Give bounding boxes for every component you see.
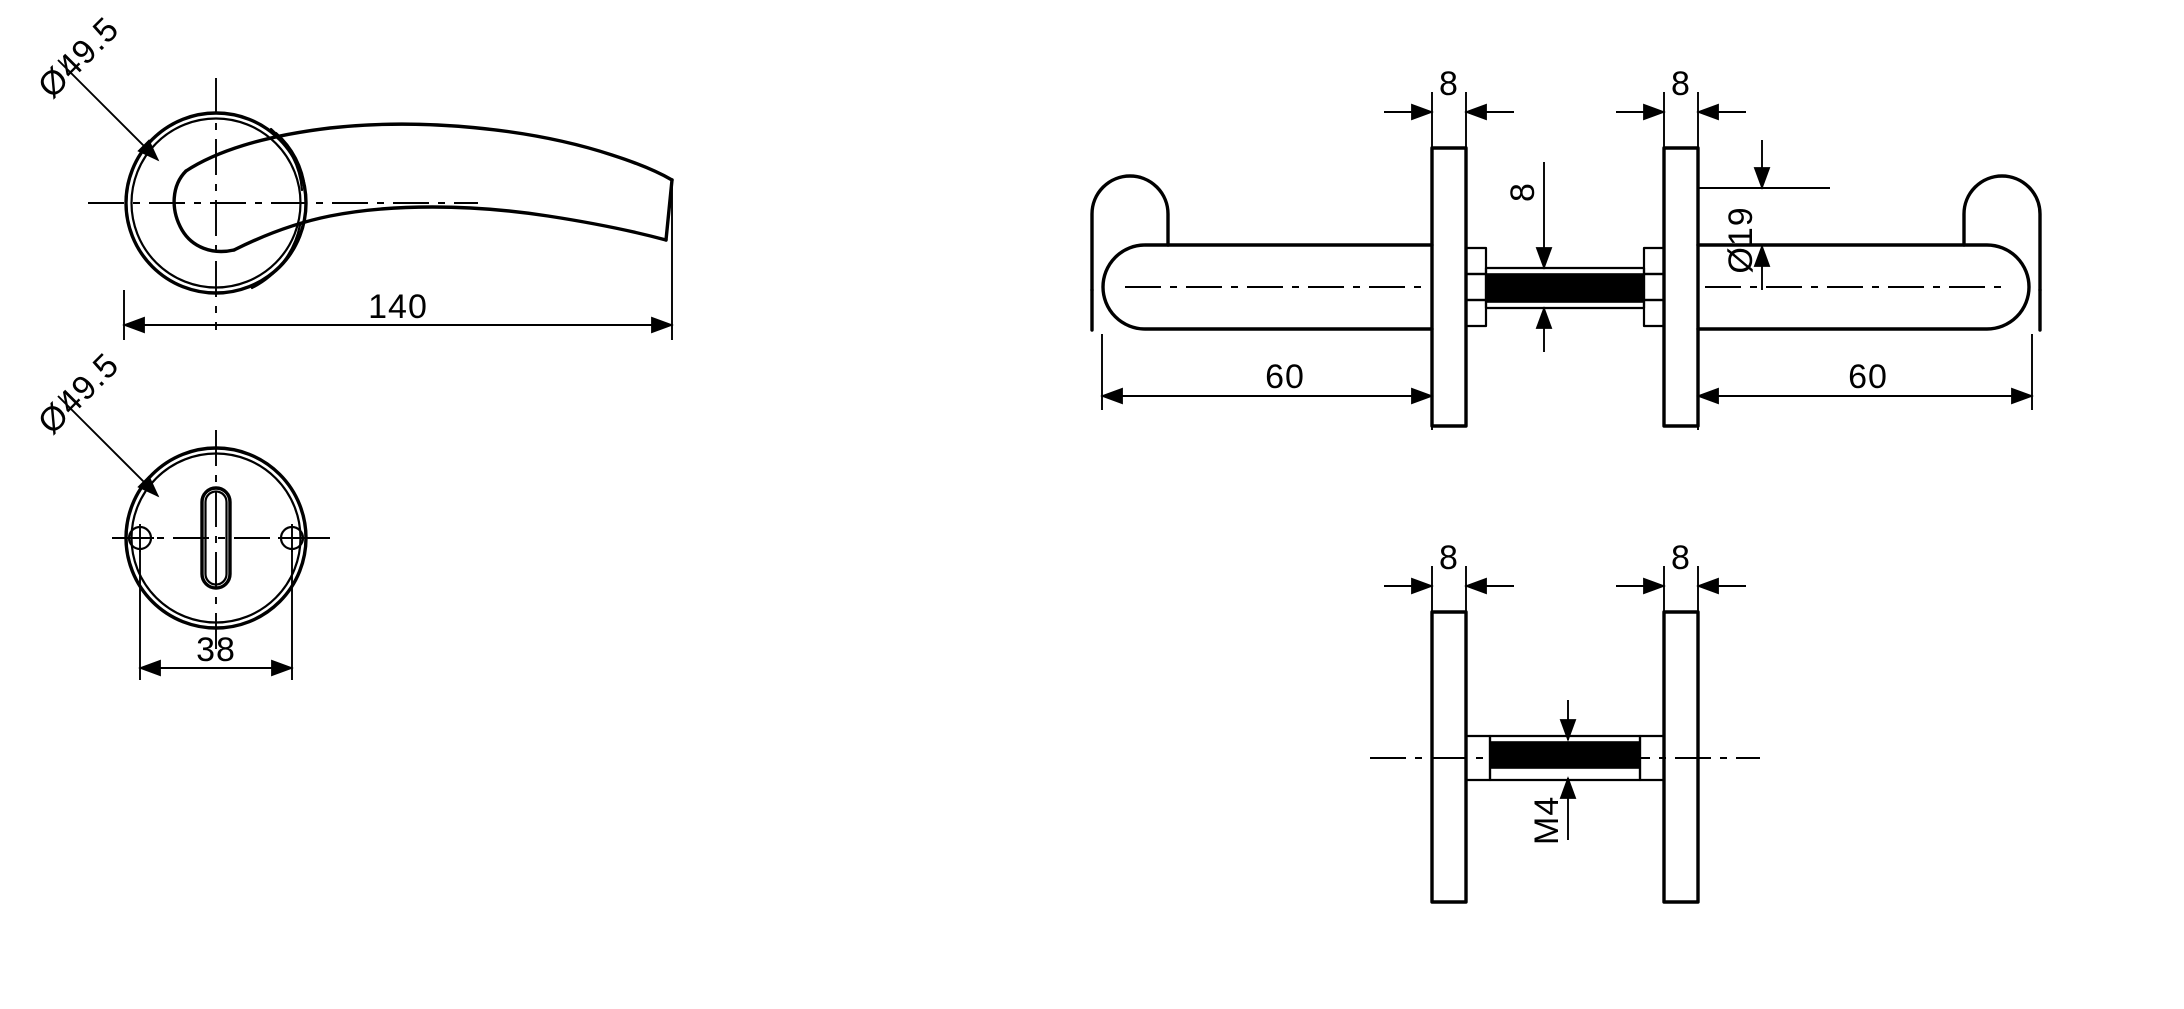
right-lever-arm — [1696, 243, 2031, 331]
rose-front-centerlines — [112, 430, 330, 650]
left-rose-plate — [1430, 146, 1468, 428]
left-lever-arm — [1101, 243, 1434, 331]
dim-dia-19 — [1698, 140, 1830, 290]
left-rose-plate-section — [1430, 610, 1468, 904]
handle-pair-plan-view: 8 8 8 Ø19 60 — [1090, 65, 2042, 430]
lever-side-view: Ø49.5 140 — [31, 10, 674, 340]
leader-dia-495-bottom — [57, 395, 160, 498]
lbl-dia-495-bottom: Ø49.5 — [31, 346, 127, 442]
rose-front-view: Ø49.5 38 — [31, 346, 330, 680]
left-lever-tip-cap — [1090, 174, 1170, 332]
dim-8-bot-left — [1384, 566, 1514, 614]
dim-8-bot-right — [1616, 566, 1746, 614]
right-lever-tip-cap — [1962, 174, 2042, 332]
lbl-dia-19: Ø19 — [1722, 206, 1760, 273]
keyhole-slot — [200, 486, 232, 590]
lbl-8-bot-left: 8 — [1439, 539, 1459, 577]
lever-body-shape — [172, 122, 674, 254]
rose-circle-side — [124, 111, 308, 295]
lbl-dia-495-top: Ø49.5 — [31, 10, 127, 106]
rose-pair-section-view: 8 8 M4 — [1370, 539, 1760, 904]
right-rose-plate — [1662, 146, 1700, 428]
lever-neck-circle — [250, 127, 307, 290]
right-rose-plate-section — [1662, 610, 1700, 904]
lbl-38: 38 — [196, 631, 236, 669]
lbl-60-right: 60 — [1848, 358, 1888, 396]
dim-60-right — [1696, 334, 2034, 430]
dim-8-top-left — [1384, 92, 1514, 150]
lbl-8-top-left: 8 — [1439, 65, 1459, 103]
dim-140 — [122, 186, 674, 340]
leader-dia-495-top — [57, 59, 160, 162]
dim-8-top-right — [1616, 92, 1746, 150]
right-hub-shoulder — [1642, 246, 1666, 328]
dim-38 — [138, 550, 294, 680]
dim-60-left — [1100, 334, 1434, 430]
screw-shaft — [1488, 734, 1642, 782]
lbl-8-bot-right: 8 — [1671, 539, 1691, 577]
lbl-140: 140 — [368, 288, 428, 326]
lbl-8-spindle: 8 — [1504, 182, 1542, 202]
lbl-60-left: 60 — [1265, 358, 1305, 396]
lbl-m4: M4 — [1528, 796, 1566, 845]
lbl-8-top-right: 8 — [1671, 65, 1691, 103]
spindle-bar — [1484, 266, 1646, 310]
fixing-hole-left — [126, 524, 154, 552]
fixing-hole-right — [278, 524, 306, 552]
left-hub-shoulder — [1464, 246, 1488, 328]
